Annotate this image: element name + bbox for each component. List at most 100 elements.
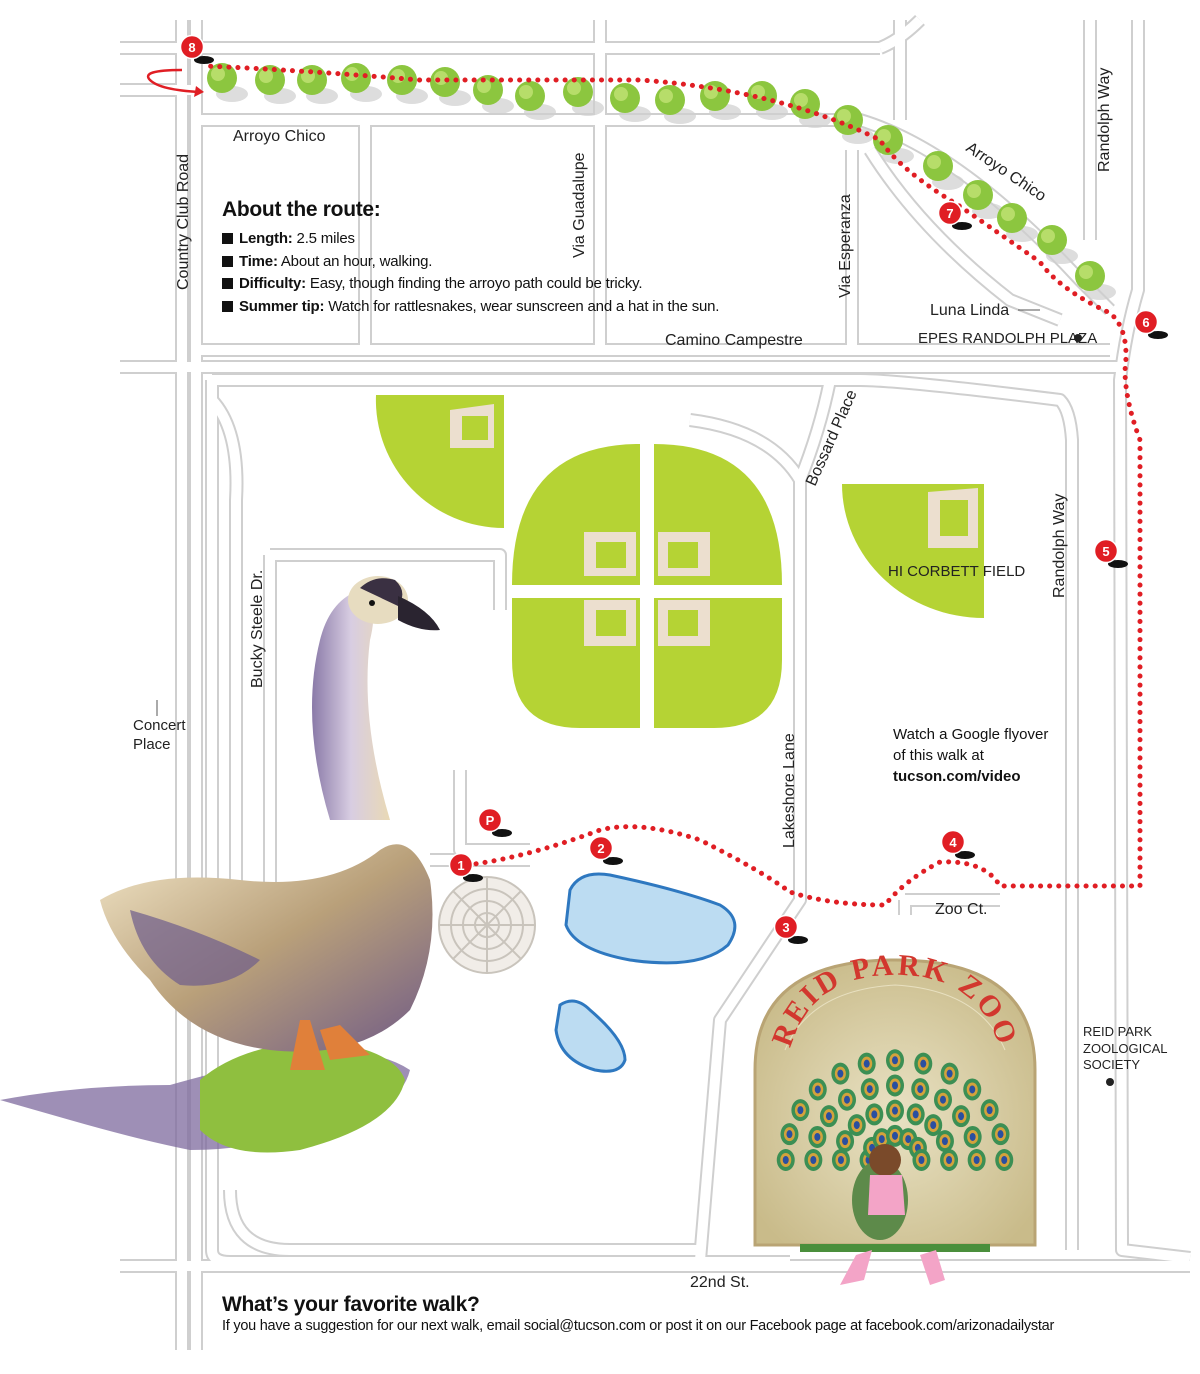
- tree-icon: [515, 81, 556, 120]
- bullet-square-icon: [222, 300, 233, 312]
- tree-icon: [473, 75, 514, 114]
- flyover-link[interactable]: tucson.com/video: [893, 768, 1021, 785]
- feather-eye: [886, 1049, 904, 1072]
- route-marker-label: 2: [597, 841, 604, 856]
- feather-eye: [963, 1125, 982, 1148]
- feather-eye: [933, 1088, 952, 1111]
- arroyo-trees: [207, 63, 1116, 300]
- label-lakeshore-lane: Lakeshore Lane: [781, 733, 798, 848]
- feather-eye: [831, 1149, 850, 1171]
- label-via-esperanza: Via Esperanza: [837, 194, 854, 298]
- label-zoo-ct: Zoo Ct.: [935, 901, 987, 918]
- footer: What’s your favorite walk? If you have a…: [222, 1293, 1054, 1334]
- feather-eye: [847, 1114, 866, 1137]
- route-marker-3[interactable]: 3: [773, 914, 809, 945]
- feather-eye: [808, 1125, 827, 1148]
- feather-eye: [831, 1062, 850, 1085]
- feather-eye: [924, 1114, 943, 1137]
- label-via-guadalupe: Via Guadalupe: [571, 152, 588, 258]
- route-marker-label: 7: [946, 206, 953, 221]
- feather-eye: [865, 1103, 884, 1126]
- bullet-square-icon: [222, 233, 233, 244]
- feather-eye: [935, 1130, 954, 1153]
- street-labels: Arroyo Chico Country Club Road Via Guada…: [156, 68, 1114, 1291]
- label-bucky-steele: Bucky Steele Dr.: [249, 570, 266, 688]
- tree-icon: [341, 63, 382, 102]
- label-arroyo-chico-west: Arroyo Chico: [233, 128, 326, 145]
- label-country-club-road: Country Club Road: [175, 154, 192, 290]
- route-marker-5[interactable]: 5: [1093, 538, 1129, 569]
- about-route-title: About the route:: [222, 198, 381, 221]
- info-length: Length: 2.5 miles: [222, 228, 822, 251]
- tree-icon: [963, 180, 1004, 219]
- label-camino-campestre: Camino Campestre: [665, 332, 803, 349]
- tree-icon: [563, 77, 604, 116]
- tree-icon: [610, 83, 651, 122]
- route-marker-label: 1: [457, 858, 464, 873]
- tree-icon: [873, 125, 914, 164]
- route-marker-6[interactable]: 6: [1133, 309, 1169, 340]
- feather-eye: [940, 1062, 959, 1085]
- route-marker-4[interactable]: 4: [940, 829, 976, 860]
- feather-eye: [912, 1149, 931, 1171]
- feather-eye: [836, 1130, 855, 1153]
- road-network: [120, 14, 1191, 1350]
- feather-eye: [991, 1123, 1010, 1146]
- route-markers: 1 2 3 4 5 6 7 8P: [179, 34, 1169, 945]
- lake-main: [564, 872, 737, 965]
- feather-eye: [808, 1078, 827, 1101]
- route-marker-2[interactable]: 2: [588, 835, 624, 866]
- tree-icon: [923, 151, 964, 190]
- tree-icon: [997, 203, 1038, 242]
- info-difficulty: Difficulty: Easy, though finding the arr…: [222, 273, 822, 296]
- feather-eye: [963, 1078, 982, 1101]
- maze-icon: [438, 876, 536, 974]
- feather-eye: [911, 1078, 930, 1101]
- route-marker-8[interactable]: 8: [179, 34, 215, 65]
- feather-eye: [914, 1052, 933, 1075]
- feather-eye: [819, 1105, 838, 1128]
- feather-eye: [857, 1052, 876, 1075]
- footer-title: What’s your favorite walk?: [222, 1293, 480, 1316]
- tree-icon: [430, 67, 471, 106]
- road-fill: [120, 16, 1191, 1350]
- route-marker-label: 4: [949, 835, 957, 850]
- label-epes-randolph-plaza: EPES RANDOLPH PLAZA: [918, 330, 1097, 347]
- label-randolph-way-north: Randolph Way: [1096, 68, 1113, 172]
- feather-eye: [838, 1088, 857, 1111]
- route-marker-P[interactable]: P: [477, 807, 513, 838]
- flyover-note: Watch a Google flyover of this walk at t…: [893, 726, 1049, 785]
- route-marker-label: P: [486, 813, 495, 828]
- label-randolph-way: Randolph Way: [1051, 494, 1068, 598]
- feather-eye: [952, 1105, 971, 1128]
- feather-eye: [886, 1074, 904, 1097]
- bullet-square-icon: [222, 255, 233, 267]
- tree-icon: [655, 85, 696, 124]
- label-hi-corbett-field: HI CORBETT FIELD: [888, 563, 1025, 580]
- about-the-route: About the route: Length: 2.5 miles Time:…: [222, 198, 822, 318]
- info-summer-tip: Summer tip: Watch for rattlesnakes, wear…: [222, 296, 822, 319]
- route-marker-1[interactable]: 1: [448, 852, 484, 883]
- route-marker-7[interactable]: 7: [937, 200, 973, 231]
- lake-small: [554, 999, 627, 1073]
- peacock-feathers: [776, 1049, 1014, 1171]
- route-path: [202, 63, 1143, 908]
- tree-icon: [833, 105, 874, 144]
- feather-eye: [940, 1149, 959, 1171]
- goose-illustration: [0, 576, 440, 1153]
- tree-icon: [1075, 261, 1116, 300]
- tree-icon: [387, 65, 428, 104]
- feather-eye: [860, 1078, 879, 1101]
- feather-eye: [780, 1123, 799, 1146]
- reid-park-zoo-sign[interactable]: REID PARK ZOO: [753, 949, 1037, 1285]
- tree-icon: [255, 65, 296, 104]
- feather-eye: [995, 1149, 1014, 1171]
- feather-eye: [804, 1149, 823, 1171]
- label-zoo-society: REID PARK ZOOLOGICAL SOCIETY: [1083, 1024, 1168, 1072]
- tree-icon: [700, 81, 741, 120]
- feather-eye: [791, 1099, 810, 1122]
- zoo-society-dot: [1106, 1078, 1114, 1086]
- info-time: Time: About an hour, walking.: [222, 251, 822, 274]
